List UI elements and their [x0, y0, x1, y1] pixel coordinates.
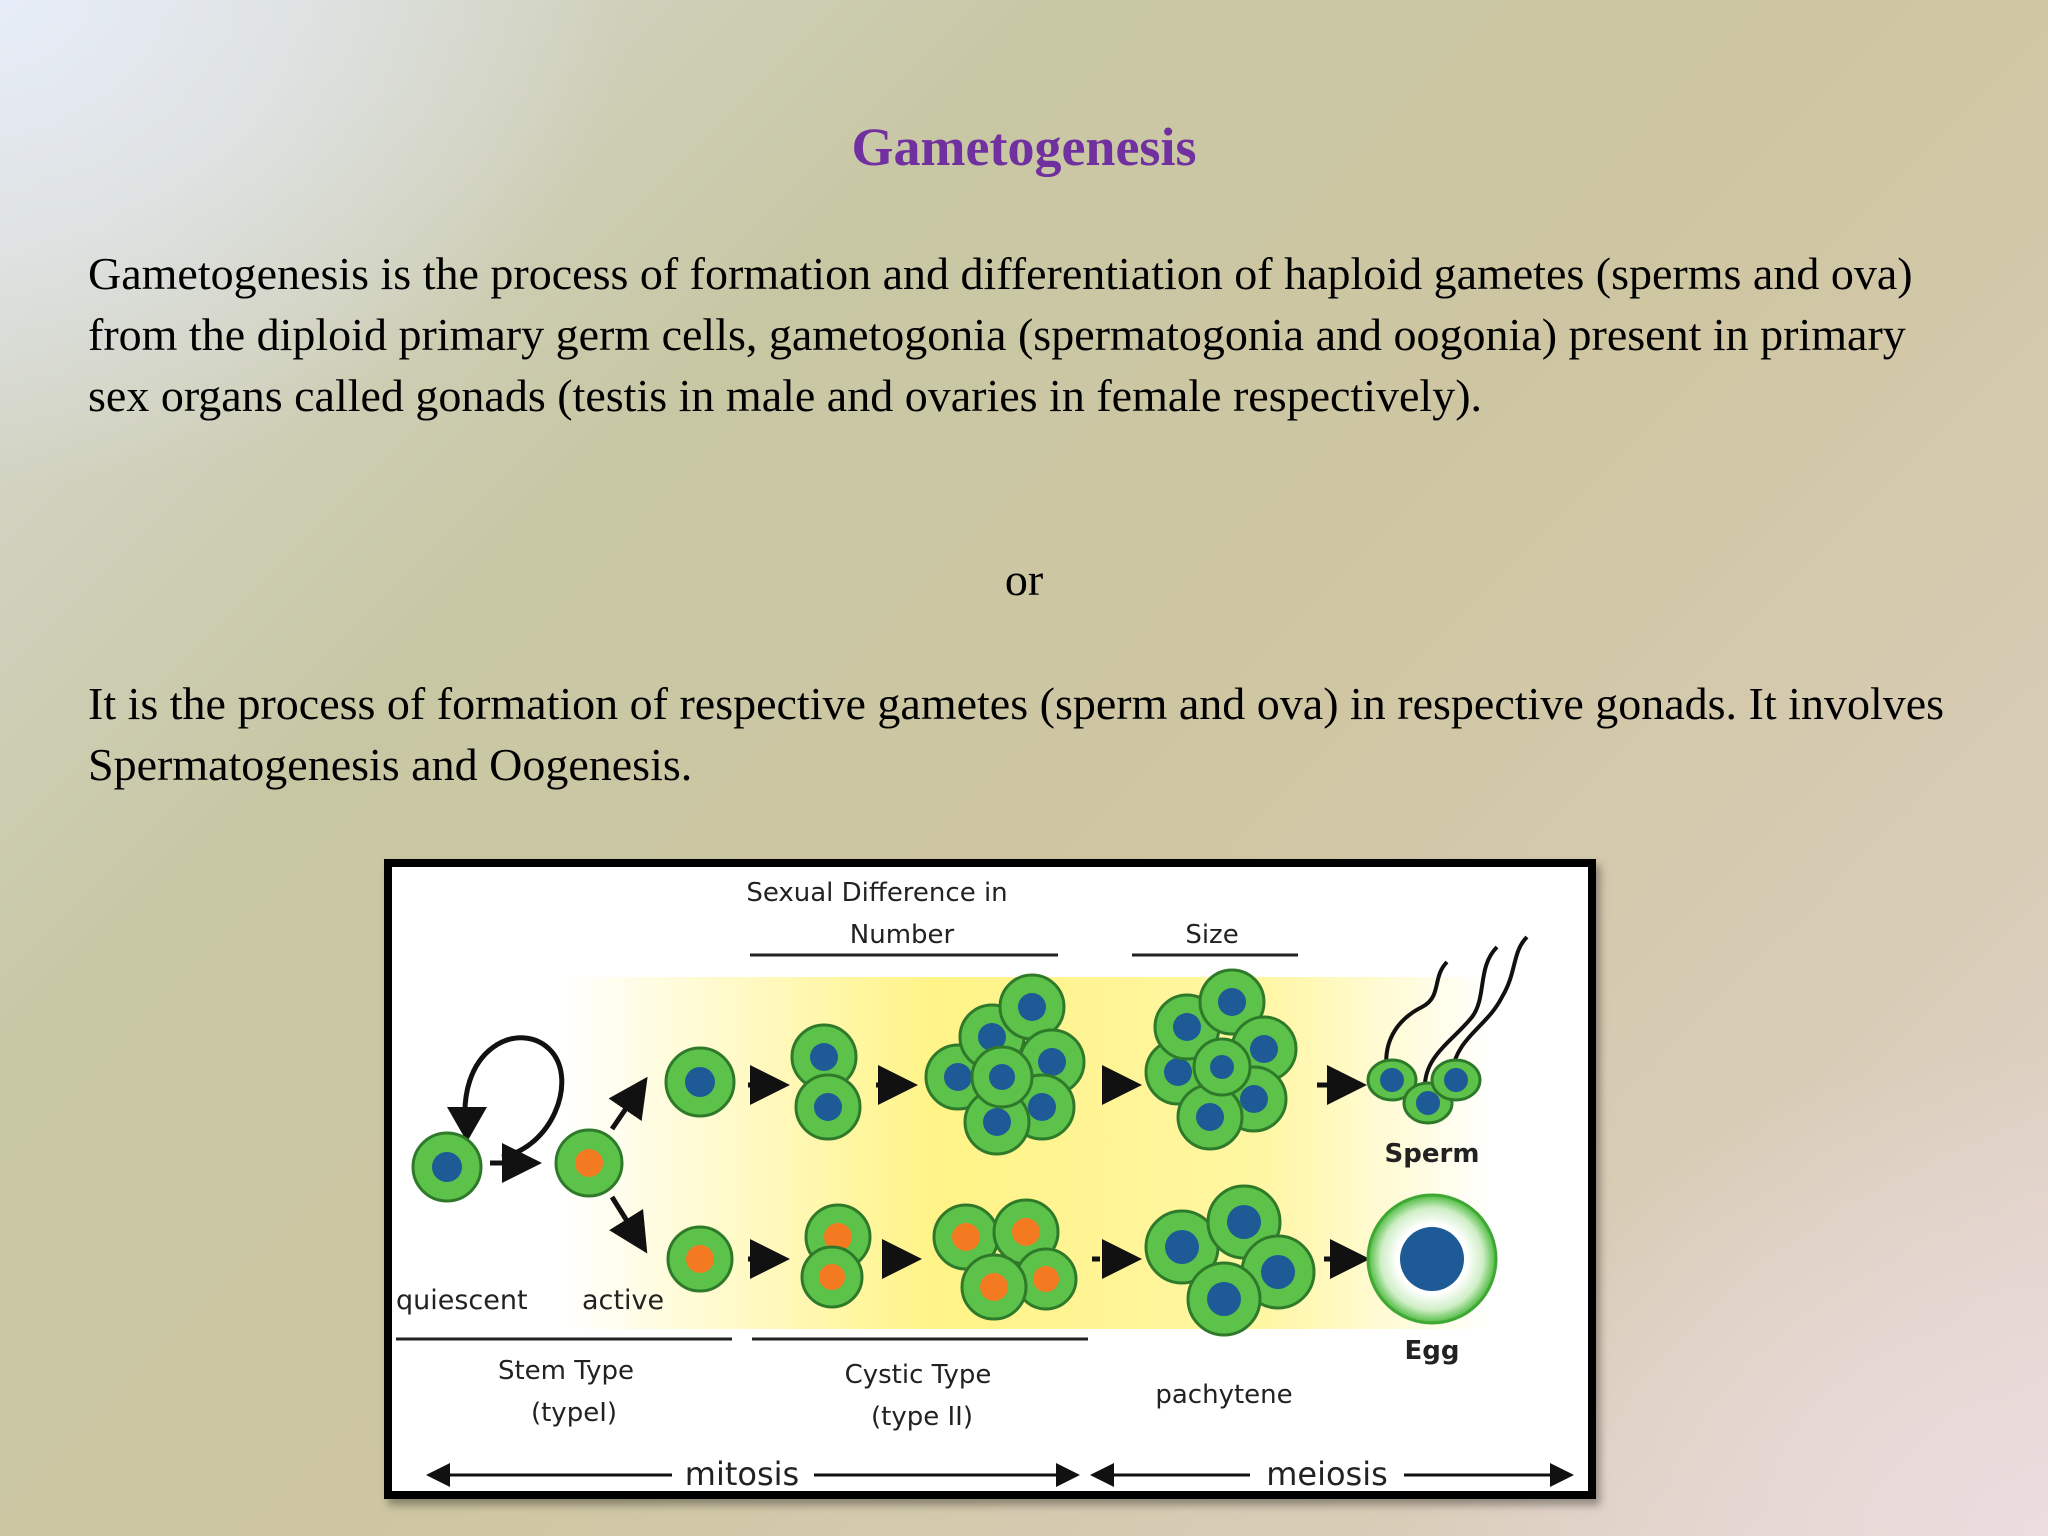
label-pachytene: pachytene	[1155, 1380, 1292, 1410]
header-sexual-difference: Sexual Difference in	[746, 878, 1007, 908]
label-sperm: Sperm	[1385, 1139, 1480, 1169]
self-renewal-loop-arrow	[462, 1035, 565, 1160]
loop-arrowhead	[447, 1107, 487, 1142]
or-separator: or	[1004, 554, 1044, 605]
quiescent-cell	[411, 1131, 483, 1203]
female-single-cell	[666, 1225, 734, 1293]
header-size: Size	[1185, 920, 1238, 950]
label-stem-type: Stem Type	[498, 1356, 634, 1386]
label-quiescent: quiescent	[396, 1285, 528, 1316]
female-two-cells	[800, 1203, 872, 1309]
label-cystic-type: Cystic Type	[845, 1360, 992, 1390]
slide-title: Gametogenesis	[851, 117, 1197, 177]
arrow-active-to-male	[608, 1076, 648, 1131]
sperm-cells	[1366, 935, 1529, 1125]
label-egg: Egg	[1405, 1336, 1460, 1366]
male-single-cell	[664, 1046, 736, 1118]
label-active: active	[582, 1285, 664, 1316]
label-cystic-type-sub: (type II)	[871, 1402, 973, 1432]
female-cyst-cluster	[932, 1198, 1078, 1321]
label-mitosis: mitosis	[685, 1455, 799, 1491]
header-number: Number	[850, 920, 955, 950]
arrow-active-to-female	[609, 1195, 648, 1254]
male-cyst-cluster	[924, 973, 1086, 1156]
label-stem-type-sub: (typeI)	[531, 1398, 617, 1428]
active-cell	[554, 1128, 624, 1198]
male-pachytene-cluster	[1144, 968, 1298, 1151]
diagram-canvas: Sexual Difference in Number Size	[396, 878, 1574, 1491]
definition-paragraph: Gametogenesis is the process of formatio…	[88, 248, 1913, 421]
male-two-cells	[790, 1023, 862, 1141]
egg-cell	[1366, 1193, 1498, 1325]
female-pachytene-cluster	[1144, 1184, 1316, 1337]
alternate-definition-paragraph: It is the process of formation of respec…	[88, 678, 1945, 790]
gametogenesis-diagram: Sexual Difference in Number Size	[384, 859, 1596, 1499]
label-meiosis: meiosis	[1266, 1455, 1388, 1491]
